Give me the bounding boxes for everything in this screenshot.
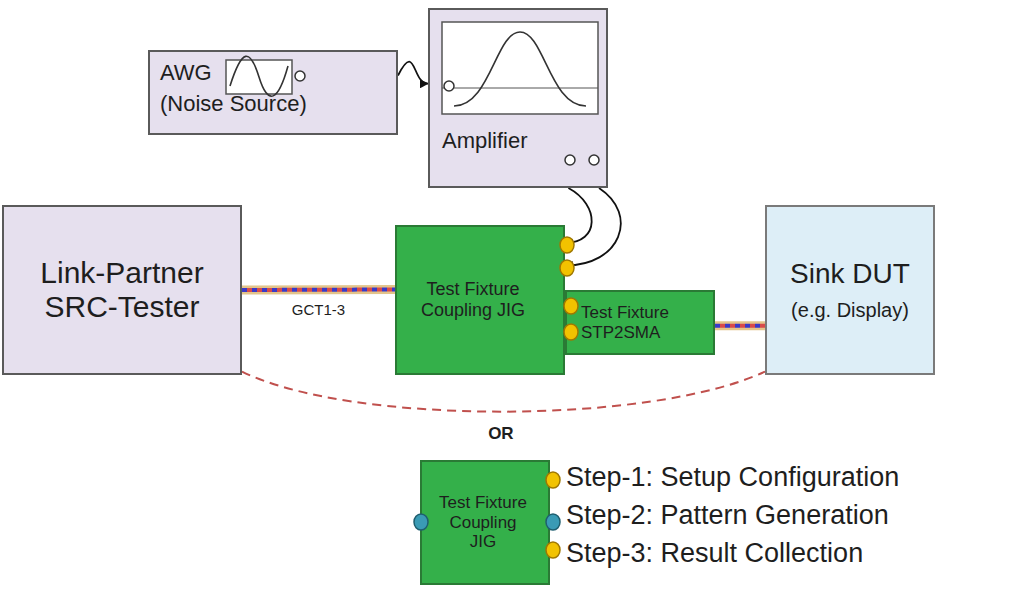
- node-text: Test Fixture STP2SMA: [581, 303, 707, 342]
- box-node: Test Fixture Coupling JIG: [395, 225, 565, 375]
- node-text: (e.g. Display): [791, 299, 909, 322]
- step-note: Step-2: Pattern Generation: [566, 500, 889, 531]
- connector: [398, 62, 428, 84]
- step-note: Step-1: Setup Configuration: [566, 462, 899, 493]
- box-node: Amplifier: [428, 8, 608, 188]
- node-text: Sink DUT: [790, 258, 910, 290]
- box-node: Link-Partner SRC-Tester: [2, 205, 242, 375]
- connector: [242, 372, 765, 412]
- node-text: AWG: [160, 60, 212, 85]
- step-note: Step-3: Result Collection: [566, 538, 863, 569]
- cable: [242, 289, 395, 291]
- node-text: Test Fixture Coupling JIG: [405, 279, 541, 320]
- connector: [565, 188, 592, 243]
- box-node: Test Fixture Coupling JIG: [420, 460, 550, 585]
- node-text: Link-Partner SRC-Tester: [14, 256, 230, 325]
- edge-label: GCT1-3: [289, 302, 348, 319]
- fixture-icon: [430, 10, 610, 190]
- connector: [565, 188, 621, 266]
- box-node: AWG (Noise Source): [148, 50, 398, 135]
- box-node: Test Fixture STP2SMA: [565, 290, 715, 355]
- node-text: Test Fixture Coupling JIG: [436, 493, 530, 552]
- edge-label: OR: [485, 424, 517, 443]
- node-text: Amplifier: [442, 128, 528, 153]
- cable: [715, 325, 765, 326]
- box-node: Sink DUT (e.g. Display): [765, 205, 935, 375]
- node-text: (Noise Source): [160, 91, 307, 116]
